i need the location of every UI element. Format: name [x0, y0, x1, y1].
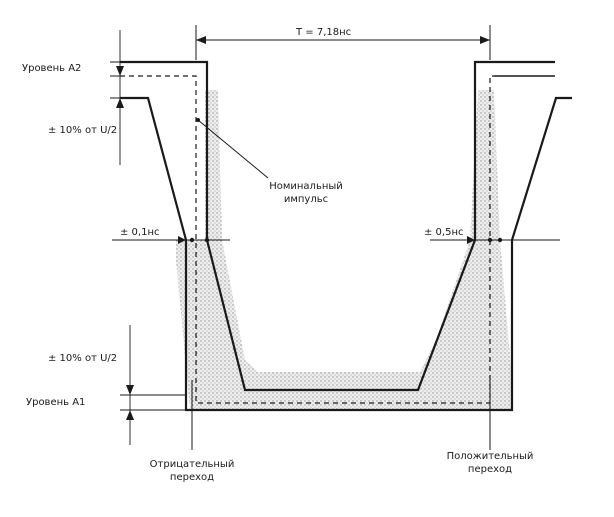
level-a2-label: Уровень А2: [22, 63, 82, 74]
tol-top-arrow-up: [116, 98, 124, 108]
tol-bottom-arrow-down: [126, 385, 134, 395]
nominal-pulse-line: [120, 75, 494, 404]
positive-transition-line1: Положительный: [446, 451, 534, 462]
nominal-pulse-leader-dot: [196, 118, 200, 122]
pos-tolerance-label: ± 0,5нс: [424, 227, 464, 238]
tolerance-mask-region: [176, 90, 512, 410]
inner-mask-line: [120, 96, 572, 412]
negative-transition-line2: переход: [169, 472, 215, 483]
neg-crossing-dot-1: [189, 237, 195, 243]
outer-mask-line: [120, 60, 555, 392]
nominal-pulse-leader: [197, 119, 269, 179]
tolerance-bottom-label: ± 10% от U/2: [48, 353, 118, 364]
negative-transition-label: Отрицательный переход: [140, 458, 244, 484]
nominal-pulse-label: Номинальный импульс: [262, 180, 350, 206]
neg-tol-arrow: [178, 236, 186, 244]
nominal-pulse-label-line1: Номинальный: [269, 181, 343, 192]
tolerance-top-label: ± 10% от U/2: [48, 125, 118, 136]
level-a1-label: Уровень А1: [26, 397, 86, 408]
period-label: T = 7,18нс: [296, 27, 352, 38]
tol-top-arrow-down: [116, 66, 124, 76]
positive-transition-label: Положительный переход: [432, 450, 548, 476]
negative-transition-line1: Отрицательный: [149, 459, 235, 470]
neg-crossing-dot-2: [204, 237, 210, 243]
pos-tol-arrow: [467, 236, 475, 244]
period-arrow-left: [196, 36, 206, 44]
pos-crossing-dot-2: [497, 237, 503, 243]
neg-tolerance-label: ± 0,1нс: [120, 227, 160, 238]
pos-crossing-dot-1: [487, 237, 493, 243]
period-arrow-right: [480, 36, 490, 44]
nominal-pulse-label-line2: импульс: [283, 194, 329, 205]
tol-bottom-arrow-up: [126, 410, 134, 420]
positive-transition-line2: переход: [467, 464, 513, 475]
